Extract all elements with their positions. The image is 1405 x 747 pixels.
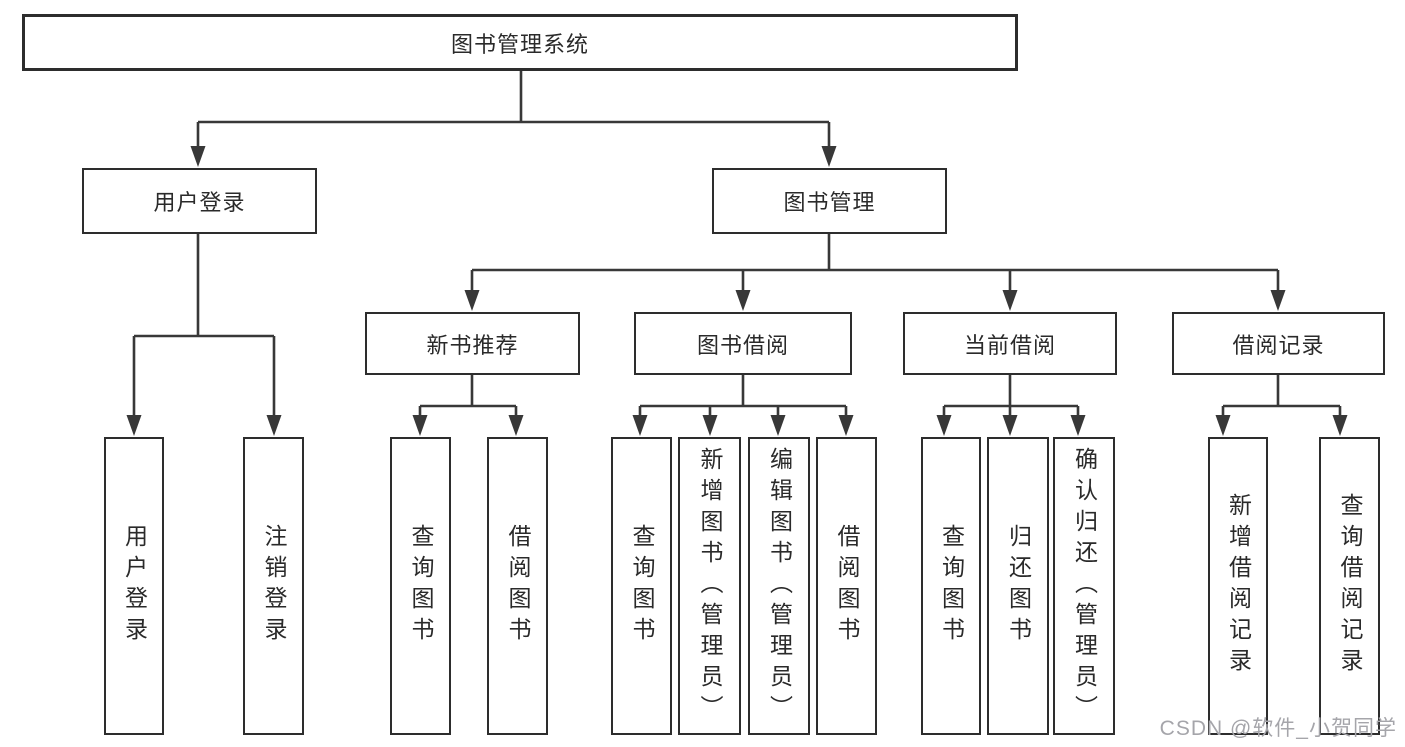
leaf-add-books-admin: 新增图书（管理员） bbox=[678, 437, 741, 735]
leaf-return-books: 归还图书 bbox=[987, 437, 1049, 735]
node-root: 图书管理系统 bbox=[22, 14, 1018, 71]
node-book-borrow-label: 图书借阅 bbox=[696, 332, 789, 358]
leaf-query-borrow-record-label: 查询借阅记录 bbox=[1337, 493, 1363, 679]
node-borrow-records-label: 借阅记录 bbox=[1232, 332, 1325, 358]
leaf-borrow-books: 借阅图书 bbox=[816, 437, 877, 735]
leaf-edit-books-admin-label: 编辑图书（管理员） bbox=[766, 446, 793, 726]
node-user-login: 用户登录 bbox=[82, 168, 317, 234]
leaf-borrow-books-recommend-label: 借阅图书 bbox=[505, 524, 531, 648]
leaf-add-borrow-record: 新增借阅记录 bbox=[1208, 437, 1268, 735]
node-book-borrow: 图书借阅 bbox=[634, 312, 852, 375]
leaf-confirm-return-admin: 确认归还（管理员） bbox=[1053, 437, 1115, 735]
node-user-login-label: 用户登录 bbox=[153, 190, 246, 215]
arrowheads bbox=[126, 146, 1348, 436]
csdn-watermark: CSDN @软件_小贺同学 bbox=[1159, 717, 1397, 740]
node-current-borrow: 当前借阅 bbox=[903, 312, 1117, 375]
node-new-book-recommend-label: 新书推荐 bbox=[426, 332, 519, 358]
leaf-borrow-books-label: 借阅图书 bbox=[834, 524, 860, 648]
node-root-label: 图书管理系统 bbox=[450, 31, 589, 57]
leaf-query-borrow-record: 查询借阅记录 bbox=[1319, 437, 1380, 735]
leaf-edit-books-admin: 编辑图书（管理员） bbox=[748, 437, 810, 735]
leaf-logout-login-label: 注销登录 bbox=[261, 524, 287, 648]
node-book-management-label: 图书管理 bbox=[783, 190, 876, 215]
leaf-return-books-label: 归还图书 bbox=[1005, 524, 1032, 648]
leaf-user-login-label: 用户登录 bbox=[121, 524, 148, 648]
node-borrow-records: 借阅记录 bbox=[1172, 312, 1385, 375]
leaf-confirm-return-admin-label: 确认归还（管理员） bbox=[1071, 446, 1098, 726]
leaf-query-books-recommend: 查询图书 bbox=[390, 437, 451, 735]
leaf-query-books-borrow: 查询图书 bbox=[611, 437, 672, 735]
node-book-management: 图书管理 bbox=[712, 168, 947, 234]
node-current-borrow-label: 当前借阅 bbox=[963, 332, 1056, 358]
leaf-query-books-current: 查询图书 bbox=[921, 437, 981, 735]
leaf-user-login: 用户登录 bbox=[104, 437, 164, 735]
leaf-query-books-borrow-label: 查询图书 bbox=[629, 524, 655, 648]
leaf-add-books-admin-label: 新增图书（管理员） bbox=[697, 446, 723, 726]
leaf-query-books-recommend-label: 查询图书 bbox=[408, 524, 434, 648]
node-new-book-recommend: 新书推荐 bbox=[365, 312, 580, 375]
leaf-borrow-books-recommend: 借阅图书 bbox=[487, 437, 548, 735]
leaf-add-borrow-record-label: 新增借阅记录 bbox=[1225, 493, 1252, 679]
leaf-logout-login: 注销登录 bbox=[243, 437, 304, 735]
leaf-query-books-current-label: 查询图书 bbox=[938, 524, 965, 648]
